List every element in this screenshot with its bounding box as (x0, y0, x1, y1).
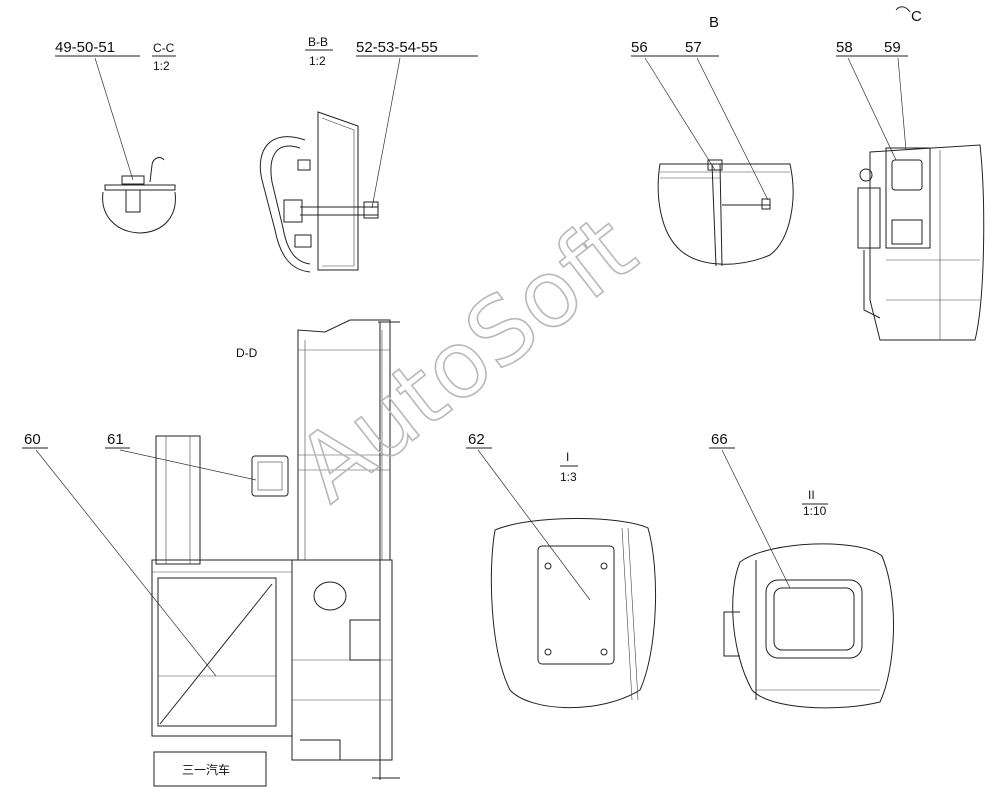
view-cc: 49-50-51 C-C 1:2 (55, 39, 176, 234)
view-cc-scale: 1:2 (153, 59, 170, 73)
view-cc-title: C-C (153, 41, 175, 55)
view-ii-scale: 1:10 (803, 504, 827, 518)
view-c-title: C (911, 8, 922, 25)
label-parts-49-51: 49-50-51 (55, 39, 115, 56)
leader-49 (94, 57, 134, 181)
view-c: C 58 59 (836, 6, 985, 341)
view-i-scale: 1:3 (560, 470, 577, 484)
leader-56 (644, 57, 716, 171)
label-part-58: 58 (836, 39, 853, 56)
leader-59 (897, 57, 907, 151)
label-part-60: 60 (24, 431, 41, 448)
label-part-66: 66 (711, 431, 728, 448)
view-i-title: I (566, 450, 569, 464)
view-dd-title: D-D (236, 346, 258, 360)
leader-61 (119, 449, 257, 481)
leader-62 (477, 449, 591, 601)
leader-52 (371, 57, 401, 209)
view-dd: D-D 60 61 (22, 319, 400, 787)
view-bb-title: B-B (308, 35, 328, 49)
view-ii: 66 II 1:10 (709, 431, 895, 709)
nameplate (153, 751, 267, 787)
label-parts-52-55: 52-53-54-55 (356, 39, 438, 56)
leader-60 (35, 449, 217, 677)
view-b: B 56 57 (631, 14, 794, 267)
watermark: AutoSoft (278, 195, 655, 523)
label-part-56: 56 (631, 39, 648, 56)
label-part-59: 59 (884, 39, 901, 56)
leader-57 (696, 57, 769, 201)
label-part-57: 57 (685, 39, 702, 56)
view-i: 62 I 1:3 (466, 431, 657, 709)
view-b-title: B (709, 14, 719, 31)
label-part-62: 62 (468, 431, 485, 448)
nameplate-text: 三一汽车 (182, 762, 230, 777)
leader-58 (847, 57, 897, 161)
view-ii-title: II (808, 488, 815, 502)
label-part-61: 61 (107, 431, 124, 448)
leader-66 (721, 449, 791, 589)
view-bb: B-B 1:2 52-53-54-55 (259, 35, 478, 273)
view-bb-scale: 1:2 (309, 54, 326, 68)
